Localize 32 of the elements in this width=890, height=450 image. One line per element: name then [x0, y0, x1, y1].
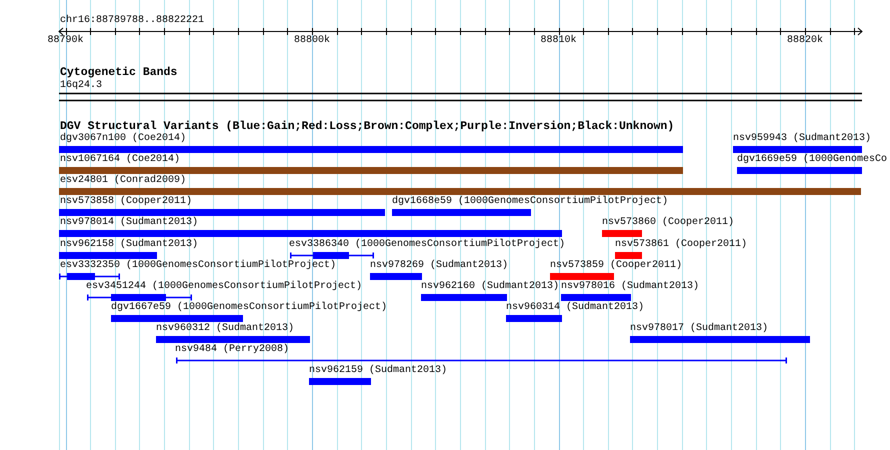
axis-tick-label: 88800k	[294, 35, 330, 47]
variant-label: nsv960312 (Sudmant2013)	[156, 323, 294, 335]
variant-label: nsv978014 (Sudmant2013)	[60, 217, 198, 229]
variant-label: nsv978017 (Sudmant2013)	[630, 323, 768, 335]
band-label: 16q24.3	[60, 80, 102, 92]
variant-label: dgv1667e59 (1000GenomesConsortiumPilotProject)	[111, 302, 388, 314]
variant-label: esv3332350 (1000GenomesConsortiumPilotProject)	[60, 260, 336, 272]
variant-label: nsv1067164 (Coe2014)	[60, 154, 180, 166]
variant-label: nsv962158 (Sudmant2013)	[60, 239, 198, 251]
variant-label: nsv9484 (Perry2008)	[175, 344, 290, 356]
axis-tick-label: 88810k	[540, 35, 576, 47]
track-title: DGV Structural Variants (Blue:Gain;Red:Loss;Brown:Complex;Purple:Inversion;Black:Unknown)	[60, 121, 674, 133]
variant-label: nsv573860 (Cooper2011)	[602, 217, 734, 229]
axis-tick-label: 88790k	[48, 35, 84, 47]
variant-label: nsv978269 (Sudmant2013)	[370, 260, 508, 272]
variant-label: nsv573858 (Cooper2011)	[60, 196, 192, 208]
variant-label: nsv573861 (Cooper2011)	[615, 239, 748, 251]
track-title: Cytogenetic Bands	[60, 67, 178, 79]
axis-tick-label: 88820k	[787, 35, 823, 47]
variant-label: nsv573859 (Cooper2011)	[550, 260, 682, 272]
variant-label: nsv959943 (Sudmant2013)	[733, 133, 872, 145]
region-label: chr16:88789788..88822221	[60, 15, 204, 27]
variant-label: dgv1669e59 (1000GenomesCo	[737, 154, 888, 166]
variant-label: esv3451244 (1000GenomesConsortiumPilotProject)	[86, 281, 362, 293]
variant-label: nsv960314 (Sudmant2013)	[506, 302, 644, 314]
variant-label: dgv1668e59 (1000GenomesConsortiumPilotProject)	[392, 196, 668, 208]
variant-label: nsv962160 (Sudmant2013)	[421, 281, 560, 293]
variant-label: nsv978016 (Sudmant2013)	[561, 281, 700, 293]
variant-label: esv24801 (Conrad2009)	[60, 175, 186, 187]
variant-label: nsv962159 (Sudmant2013)	[309, 365, 448, 377]
variant-label: dgv3067n100 (Coe2014)	[60, 133, 186, 145]
variant-label: esv3386340 (1000GenomesConsortiumPilotProject)	[289, 239, 566, 251]
